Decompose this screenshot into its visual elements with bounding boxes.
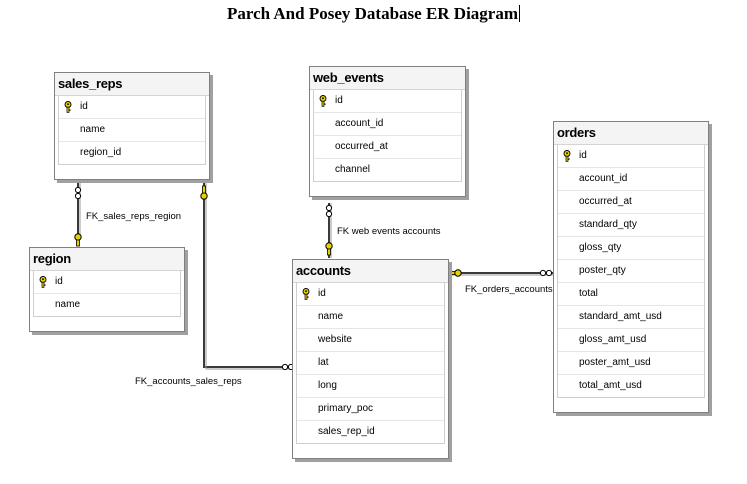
primary-key-icon bbox=[64, 101, 72, 113]
column-row[interactable]: standard_qty bbox=[558, 214, 704, 237]
column-name: total bbox=[579, 288, 598, 299]
column-row[interactable]: long bbox=[297, 375, 444, 398]
column-name: standard_qty bbox=[579, 219, 637, 230]
table-title: orders bbox=[554, 122, 708, 145]
infinity-endpoint-icon bbox=[539, 269, 553, 277]
column-row[interactable]: sales_rep_id bbox=[297, 421, 444, 443]
column-name: occurred_at bbox=[579, 196, 632, 207]
column-row[interactable]: id bbox=[59, 96, 205, 119]
column-name: total_amt_usd bbox=[579, 380, 642, 391]
column-row[interactable]: account_id bbox=[558, 168, 704, 191]
column-row[interactable]: poster_qty bbox=[558, 260, 704, 283]
column-row[interactable]: lat bbox=[297, 352, 444, 375]
table-footer-space bbox=[310, 182, 465, 196]
column-name: name bbox=[318, 311, 344, 322]
column-row[interactable]: poster_amt_usd bbox=[558, 352, 704, 375]
key-endpoint-icon bbox=[200, 185, 208, 200]
table-footer-space bbox=[30, 317, 184, 331]
table-title: sales_reps bbox=[55, 73, 209, 96]
primary-key-icon bbox=[319, 95, 327, 107]
relationship-label: FK web events accounts bbox=[337, 226, 441, 237]
relationship-label: FK_orders_accounts bbox=[465, 284, 553, 295]
table-footer-space bbox=[55, 165, 209, 179]
table-footer-space bbox=[293, 444, 448, 458]
infinity-endpoint-icon bbox=[74, 186, 82, 200]
infinity-endpoint-icon bbox=[325, 204, 333, 218]
column-row[interactable]: primary_poc bbox=[297, 398, 444, 421]
table-orders[interactable]: orders id account_id occurred_at standard_q… bbox=[553, 121, 709, 413]
column-name: gloss_qty bbox=[579, 242, 622, 253]
table-sales-reps[interactable]: sales_reps id name region_id bbox=[54, 72, 210, 180]
column-name: poster_qty bbox=[579, 265, 626, 276]
column-row[interactable]: name bbox=[59, 119, 205, 142]
key-endpoint-icon bbox=[448, 269, 462, 277]
column-row[interactable]: occurred_at bbox=[314, 136, 461, 159]
column-name: occurred_at bbox=[335, 141, 388, 152]
column-row[interactable]: region_id bbox=[59, 142, 205, 164]
column-row[interactable]: id bbox=[558, 145, 704, 168]
link-accounts-sales-reps[interactable] bbox=[203, 183, 290, 370]
table-accounts[interactable]: accounts id name website lat long primary_poc… bbox=[292, 259, 449, 459]
column-name: id bbox=[318, 288, 326, 299]
column-name: poster_amt_usd bbox=[579, 357, 651, 368]
column-name: name bbox=[80, 124, 106, 135]
column-name: id bbox=[335, 95, 343, 106]
key-endpoint-icon bbox=[74, 233, 82, 247]
column-row[interactable]: website bbox=[297, 329, 444, 352]
column-row[interactable]: id bbox=[314, 90, 461, 113]
column-list: id name website lat long primary_poc sales_rep… bbox=[296, 283, 445, 444]
table-footer-space bbox=[554, 398, 708, 412]
column-row[interactable]: total bbox=[558, 283, 704, 306]
column-row[interactable]: gloss_qty bbox=[558, 237, 704, 260]
column-name: lat bbox=[318, 357, 329, 368]
column-list: id name region_id bbox=[58, 96, 206, 165]
column-row[interactable]: total_amt_usd bbox=[558, 375, 704, 397]
column-name: name bbox=[55, 299, 81, 310]
column-row[interactable]: standard_amt_usd bbox=[558, 306, 704, 329]
column-name: channel bbox=[335, 164, 371, 175]
relationship-label: FK_sales_reps_region bbox=[86, 211, 182, 222]
column-name: long bbox=[318, 380, 337, 391]
column-row[interactable]: gloss_amt_usd bbox=[558, 329, 704, 352]
column-name: region_id bbox=[80, 147, 122, 158]
table-title: region bbox=[30, 248, 184, 271]
relationship-label: FK_accounts_sales_reps bbox=[135, 376, 242, 387]
column-row[interactable]: account_id bbox=[314, 113, 461, 136]
column-name: account_id bbox=[335, 118, 384, 129]
table-title: accounts bbox=[293, 260, 448, 283]
primary-key-icon bbox=[563, 150, 571, 162]
link-orders-accounts[interactable] bbox=[448, 272, 553, 276]
column-name: gloss_amt_usd bbox=[579, 334, 647, 345]
column-name: id bbox=[579, 150, 587, 161]
column-name: primary_poc bbox=[318, 403, 374, 414]
column-row[interactable]: name bbox=[34, 294, 180, 316]
column-list: id name bbox=[33, 271, 181, 317]
primary-key-icon bbox=[302, 288, 310, 300]
column-name: id bbox=[80, 101, 88, 112]
column-row[interactable]: name bbox=[297, 306, 444, 329]
column-row[interactable]: id bbox=[34, 271, 180, 294]
column-name: account_id bbox=[579, 173, 628, 184]
column-row[interactable]: id bbox=[297, 283, 444, 306]
text-caret bbox=[519, 5, 521, 22]
diagram-title: Parch And Posey Database ER Diagram bbox=[226, 4, 521, 23]
primary-key-icon bbox=[39, 276, 47, 288]
column-name: standard_amt_usd bbox=[579, 311, 662, 322]
column-name: sales_rep_id bbox=[318, 426, 375, 437]
table-region[interactable]: region id name bbox=[29, 247, 185, 332]
column-name: website bbox=[318, 334, 352, 345]
column-name: id bbox=[55, 276, 63, 287]
key-endpoint-icon bbox=[325, 242, 333, 256]
column-row[interactable]: channel bbox=[314, 159, 461, 181]
table-title: web_events bbox=[310, 67, 465, 90]
column-row[interactable]: occurred_at bbox=[558, 191, 704, 214]
